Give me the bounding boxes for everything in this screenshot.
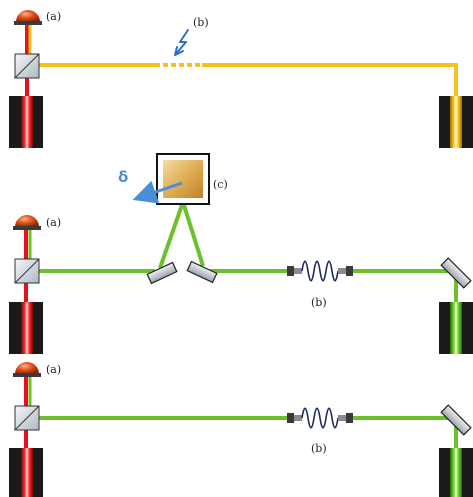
beam-splitter-cube-icon <box>14 258 40 284</box>
source-base <box>13 373 41 377</box>
beam-splitter-cube-icon <box>14 405 40 431</box>
top-perturbation-label: (b) <box>193 16 209 29</box>
delta-arrow <box>132 180 183 204</box>
red-dome-light-icon <box>16 10 40 22</box>
top-interferometer: (a) (b) <box>9 10 473 148</box>
middle-source-label: (a) <box>46 216 61 229</box>
detector-block-icon <box>439 96 473 148</box>
middle-green-beam-to-stage-left <box>158 201 185 269</box>
red-dome-light-icon <box>15 362 39 374</box>
red-dome-light-icon <box>15 215 39 227</box>
bottom-source <box>13 362 41 377</box>
top-source <box>14 10 42 25</box>
fiber-coil-icon <box>287 260 353 282</box>
beam-splitter-cube-icon <box>14 53 40 79</box>
detector-block-icon <box>439 448 473 497</box>
mirror-icon <box>440 257 472 289</box>
middle-delta-label: δ <box>118 168 128 186</box>
source-base <box>14 21 42 25</box>
mirror-icon <box>440 404 472 436</box>
bottom-fiber-label: (b) <box>311 442 327 455</box>
detector-block-icon <box>9 302 43 354</box>
middle-stage-label: (c) <box>213 178 228 191</box>
top-source-label: (a) <box>46 10 61 23</box>
translation-stage-icon <box>156 153 210 205</box>
detector-block-icon <box>439 302 473 354</box>
lightning-bolt-icon <box>174 29 189 56</box>
fiber-coil-icon <box>287 407 353 429</box>
detector-block-icon <box>9 448 43 497</box>
detector-block-icon <box>9 96 43 148</box>
middle-interferometer: (a) (c) <box>9 153 473 354</box>
mirror-icon <box>186 260 218 284</box>
bottom-source-label: (a) <box>46 363 61 376</box>
bottom-interferometer: (a) (b) <box>9 362 473 497</box>
middle-fiber-label: (b) <box>311 296 327 309</box>
mirror-icon <box>146 261 178 285</box>
middle-green-beam-to-stage-right <box>181 201 205 267</box>
middle-source <box>13 215 41 230</box>
source-base <box>13 226 41 230</box>
